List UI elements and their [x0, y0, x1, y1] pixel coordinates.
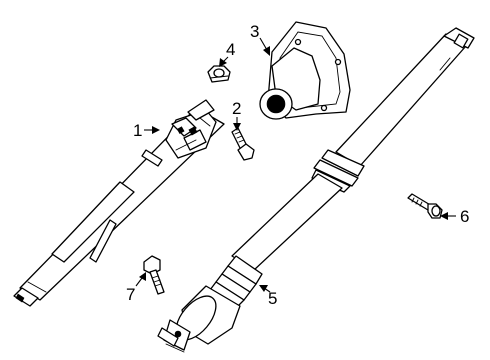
callout-label-6: 6 — [460, 207, 469, 226]
column-boot — [259, 21, 351, 120]
mounting-bolt — [407, 193, 443, 219]
callout-3: 3 — [250, 22, 270, 56]
callout-label-7: 7 — [126, 285, 135, 304]
callout-7: 7 — [126, 272, 146, 304]
callout-4: 4 — [219, 40, 235, 67]
nut — [207, 65, 231, 83]
callout-label-3: 3 — [250, 22, 259, 41]
intermediate-shaft — [13, 107, 225, 307]
callout-2: 2 — [232, 99, 241, 131]
pinch-bolt — [231, 127, 255, 161]
callout-6: 6 — [440, 207, 469, 226]
universal-joint — [165, 99, 217, 159]
callout-label-1: 1 — [133, 121, 142, 140]
callout-5: 5 — [259, 285, 277, 308]
callout-label-4: 4 — [226, 40, 235, 59]
bolt — [143, 255, 165, 295]
callout-1: 1 — [133, 121, 160, 140]
steering-shaft — [157, 27, 475, 353]
callout-label-2: 2 — [232, 99, 241, 118]
callout-label-5: 5 — [268, 289, 277, 308]
